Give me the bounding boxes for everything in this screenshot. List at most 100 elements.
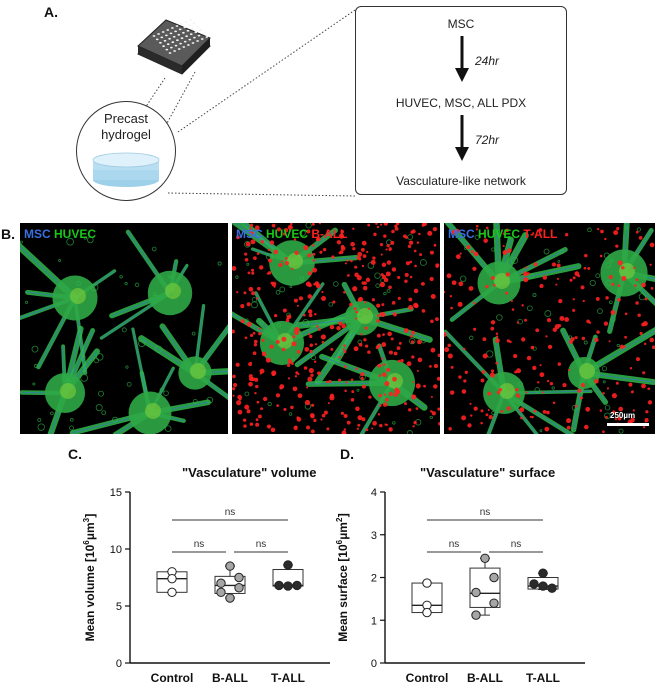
well-icon: [200, 38, 204, 40]
data-point: [538, 581, 548, 591]
flow-step-network: Vasculature-like network: [396, 174, 526, 188]
well-icon: [195, 25, 199, 28]
comparison-label: ns: [511, 539, 522, 550]
y-axis-label: Mean volume [106 µm3 ]: [82, 514, 97, 642]
data-point: [422, 607, 432, 618]
well-icon: [182, 46, 186, 48]
data-point: [471, 587, 481, 598]
comparison-label: ns: [449, 539, 460, 550]
leukemia-cells: [232, 223, 440, 434]
well-icon: [175, 25, 179, 27]
data-point: [225, 593, 235, 603]
well-icon: [162, 45, 165, 48]
well-icon: [180, 23, 183, 25]
comparison-label: ns: [194, 539, 205, 550]
label-huvec: HUVEC: [478, 227, 521, 241]
down-arrow-icon: [455, 115, 469, 161]
data-point: [216, 578, 226, 588]
well-icon: [185, 35, 188, 38]
well-icon: [189, 33, 193, 36]
data-point: [422, 578, 432, 588]
y-tick-label: 15: [110, 487, 122, 499]
well-icon: [178, 28, 182, 31]
vessel-network: [20, 229, 228, 434]
well-icon: [160, 36, 164, 39]
well-icon: [196, 40, 199, 42]
panel-d-letter: D.: [340, 446, 354, 462]
x-tick-label: Control: [406, 671, 449, 685]
well-icon: [176, 39, 179, 42]
micrograph-b-all: MSC HUVEC B-ALL: [232, 223, 440, 434]
label-huvec: HUVEC: [54, 227, 97, 241]
flow-step-msc: MSC: [447, 17, 475, 31]
y-tick-label: 5: [116, 601, 122, 613]
micrograph-label: MSC HUVEC B-ALL: [236, 227, 347, 241]
well-icon: [193, 36, 196, 39]
y-tick-label: 3: [371, 530, 377, 542]
down-arrow-icon: [455, 36, 469, 82]
well-icon: [171, 41, 175, 44]
well-icon: [155, 38, 159, 41]
label-huvec: HUVEC: [266, 227, 309, 241]
hydrogel-dish-icon: [92, 152, 160, 187]
background-cells: [20, 236, 222, 432]
data-point: [292, 580, 302, 591]
well-icon: [197, 34, 201, 37]
data-point: [225, 561, 235, 571]
data-point: [167, 587, 177, 598]
label-t-all: T-ALL: [523, 227, 558, 241]
label-msc: MSC: [448, 227, 475, 241]
well-icon: [152, 35, 156, 37]
well-icon: [166, 43, 170, 46]
data-point: [480, 553, 490, 563]
well-icon: [170, 46, 173, 49]
well-plate-icon: [137, 19, 211, 75]
y-tick-label: 0: [371, 658, 377, 670]
micrograph-t-all: MSC HUVEC T-ALL 250µm: [444, 223, 655, 434]
well-icon: [157, 33, 160, 35]
data-point: [547, 583, 557, 593]
leukemia-cells: [444, 224, 655, 434]
x-tick-label: B-ALL: [212, 671, 248, 685]
y-tick-label: 2: [371, 573, 377, 585]
data-point: [234, 572, 244, 583]
hydrogel-label-line2: hydrogel: [101, 127, 151, 142]
well-icon: [174, 30, 177, 33]
well-icon: [163, 39, 167, 42]
micrograph-control: MSC HUVEC: [20, 223, 228, 434]
chart-c-title: "Vasculature" volume: [182, 465, 317, 480]
x-tick-label: B-ALL: [467, 671, 503, 685]
well-icon: [183, 26, 187, 29]
well-icon: [180, 37, 184, 40]
data-point: [216, 587, 226, 598]
label-b-all: B-ALL: [311, 227, 348, 241]
well-icon: [168, 37, 171, 40]
micrograph-label: MSC HUVEC: [24, 227, 96, 241]
well-icon: [188, 38, 192, 41]
y-tick-label: 4: [371, 487, 377, 499]
well-icon: [192, 22, 196, 25]
well-icon: [205, 36, 209, 38]
comparison-label: ns: [480, 507, 491, 518]
well-icon: [187, 44, 190, 46]
well-icon: [191, 27, 194, 30]
flow-step-coculture: HUVEC, MSC, ALL PDX: [395, 96, 527, 110]
well-icon: [188, 24, 191, 27]
micrograph-control-image: [20, 229, 228, 434]
well-icon: [194, 31, 198, 34]
data-point: [529, 579, 539, 589]
well-icon: [166, 29, 170, 31]
y-axis-label: Mean surface [106 µm2 ]: [335, 513, 350, 641]
data-point: [283, 581, 293, 591]
well-icon: [168, 52, 172, 54]
y-tick-label: 0: [116, 658, 122, 670]
well-icon: [161, 31, 165, 33]
well-icon: [173, 50, 176, 52]
well-icon: [202, 32, 205, 35]
well-icon: [189, 19, 193, 21]
well-icon: [169, 32, 173, 35]
hydrogel-label: Precast hydrogel: [76, 111, 176, 143]
data-point: [489, 572, 499, 583]
well-icon: [172, 35, 176, 38]
well-icon: [186, 29, 190, 32]
